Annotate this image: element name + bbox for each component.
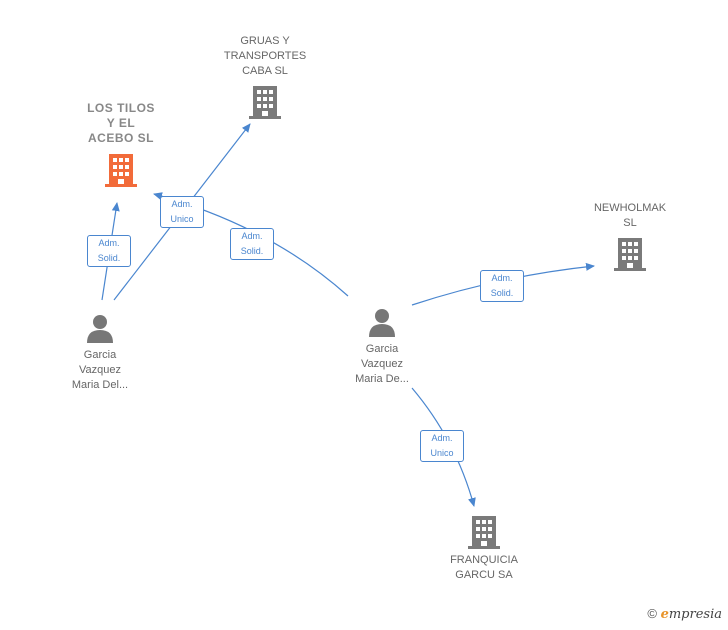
brand-footer[interactable]: © empresia — [647, 606, 722, 622]
edge-label-person-center-lostilos[interactable]: Adm. Solid. — [230, 228, 274, 260]
edge-label-person-center-franquicia[interactable]: Adm. Unico — [420, 430, 464, 462]
building-icon — [614, 238, 646, 271]
person-node-left[interactable]: Garcia Vazquez Maria Del... — [52, 313, 148, 393]
person-node-center[interactable]: Garcia Vazquez Maria De... — [334, 307, 430, 387]
company-label-newholmak: NEWHOLMAK SL — [593, 202, 667, 229]
person-label-center: Garcia Vazquez Maria De... — [355, 343, 409, 385]
building-icon — [105, 154, 137, 187]
person-icon — [87, 315, 113, 343]
company-node-franquicia[interactable]: FRANQUICIA GARCU SA — [428, 514, 540, 583]
edge-label-person-center-newholmak[interactable]: Adm. Solid. — [480, 270, 524, 302]
person-label-left: Garcia Vazquez Maria Del... — [71, 349, 129, 391]
company-node-gruas[interactable]: GRUAS Y TRANSPORTES CABA SL — [204, 34, 326, 120]
company-label-lostilos: LOS TILOS Y EL ACEBO SL — [87, 101, 155, 145]
company-node-newholmak[interactable]: NEWHOLMAK SL — [574, 201, 686, 272]
edge-label-person-left-lostilos[interactable]: Adm. Solid. — [87, 235, 131, 267]
person-icon — [369, 309, 395, 337]
building-icon — [468, 516, 500, 549]
company-label-gruas: GRUAS Y TRANSPORTES CABA SL — [223, 35, 307, 77]
building-icon — [249, 86, 281, 119]
copyright-icon: © — [647, 606, 657, 621]
edge-label-person-left-gruas[interactable]: Adm. Unico — [160, 196, 204, 228]
company-node-lostilos[interactable]: LOS TILOS Y EL ACEBO SL — [62, 101, 180, 188]
company-label-franquicia: FRANQUICIA GARCU SA — [450, 554, 518, 581]
brand-logo: empresia — [660, 607, 722, 622]
